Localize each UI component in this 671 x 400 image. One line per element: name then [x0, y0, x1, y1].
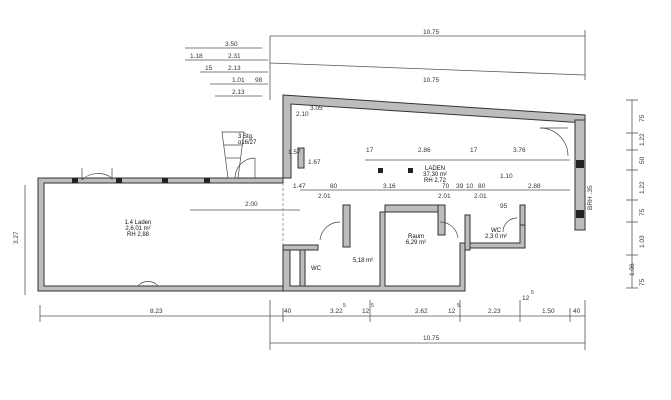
room-name: LADEN — [424, 166, 445, 172]
dim-bottom-5: 2.62 — [415, 308, 428, 315]
room-name: 1.4 Laden — [124, 220, 152, 226]
dim-top-2: 1.18 — [190, 53, 203, 60]
room-area: 2,3 0 m² — [484, 234, 507, 240]
dim-inner-2: 2.86 — [418, 147, 431, 154]
dim-right-4: 1.22 — [639, 181, 646, 194]
doors — [82, 128, 568, 286]
superscript-4: 5 — [531, 290, 534, 296]
room-laden-main: LADEN 37,30 m² RH 2,72 — [410, 166, 460, 184]
room-area: 2,6,01 m² — [125, 226, 151, 232]
dim-top-7: 98 — [255, 77, 263, 84]
dim-inner-20: 3.05 — [310, 105, 323, 112]
dim-bottom-7: 2.23 — [488, 308, 501, 315]
dim-bottom-6: 12 — [448, 308, 456, 315]
dim-inner-11: 2.88 — [528, 183, 541, 190]
stair-line1: 3 Stg. — [238, 134, 254, 140]
dim-inner-16: 1.47 — [293, 183, 306, 190]
room-wc-left: WC — [306, 266, 326, 272]
dim-inner-22: 95 — [500, 203, 508, 210]
dim-inner-13: 2.01 — [318, 193, 331, 200]
dim-inner-14: 2.01 — [438, 193, 451, 200]
room-laden-left: 1.4 Laden 2,6,01 m² RH 2,88 — [108, 220, 168, 238]
room-area: 5,18 m² — [352, 258, 374, 264]
dim-right-3: 50 — [639, 156, 646, 164]
room-raum: Raum 6,29 m² — [396, 234, 436, 246]
room-height: RH 2,88 — [126, 232, 149, 238]
dim-inner-4: 3.76 — [513, 147, 526, 154]
dim-inner-15: 2.01 — [474, 193, 487, 200]
dim-top-5: 2.13 — [228, 65, 241, 72]
dim-left-1: 3.27 — [13, 231, 20, 244]
dim-right-6: 1.03 — [639, 235, 646, 248]
dim-bottom-10: 40 — [573, 308, 581, 315]
superscript-3: 5 — [457, 303, 460, 309]
dim-bottom-4: 12 — [362, 308, 370, 315]
dim-right-1: 75 — [639, 114, 646, 122]
dim-inner-18: 1.67 — [308, 159, 321, 166]
stair — [222, 132, 244, 178]
room-flur: 5,18 m² — [348, 258, 378, 264]
room-wc-right: WC 2,3 0 m² — [476, 228, 516, 240]
room-name: WC — [491, 228, 501, 234]
dim-inner-12: 2.00 — [245, 201, 258, 208]
dim-right-2: 1.22 — [639, 133, 646, 146]
dim-right-5: 75 — [639, 208, 646, 216]
dim-bottom-8: 12 — [522, 295, 530, 302]
dim-inner-10: 80 — [478, 183, 486, 190]
dim-top-9: 10.75 — [423, 29, 440, 36]
dim-top-6: 1.01 — [232, 77, 245, 84]
dim-inner-5: 80 — [330, 183, 338, 190]
dim-top-3: 2.31 — [228, 53, 241, 60]
dim-inner-8: 39 — [456, 183, 464, 190]
dim-top-8: 2.13 — [232, 89, 245, 96]
dim-bottom-11: 10.75 — [423, 335, 440, 342]
dim-right-9: BRH .35 — [587, 185, 594, 210]
dim-inner-17: 1.57 — [288, 149, 301, 156]
dim-bottom-2: 40 — [284, 308, 292, 315]
dim-inner-6: 3.16 — [383, 183, 396, 190]
dimension-lines — [25, 30, 638, 350]
dim-top-4: 15 — [205, 65, 213, 72]
dim-right-7: 75 — [639, 278, 646, 286]
stair-label: 3 Stg. o16/27 — [238, 134, 268, 146]
dim-bottom-1: 8.23 — [150, 308, 163, 315]
dim-inner-1: 17 — [366, 147, 374, 154]
room-area: 6,29 m² — [405, 240, 427, 246]
room-height: RH 2,72 — [423, 178, 446, 184]
dim-top-1: 3.50 — [225, 41, 238, 48]
dim-inner-21: 1.10 — [500, 173, 513, 180]
window-frames — [72, 160, 584, 218]
dim-inner-19: 2.10 — [296, 111, 309, 118]
dim-top-10: 10.75 — [423, 77, 440, 84]
dim-bottom-3: 3.22 — [330, 308, 343, 315]
dim-inner-9: 10 — [466, 183, 474, 190]
dim-inner-3: 17 — [470, 147, 478, 154]
dim-right-8: 1.06 — [629, 263, 636, 276]
room-name: Raum — [407, 234, 424, 240]
stair-line2: o16/27 — [238, 140, 257, 146]
room-area: 37,30 m² — [423, 172, 447, 178]
room-name: WC — [311, 266, 321, 272]
dim-inner-7: 70 — [442, 183, 450, 190]
superscript-1: 5 — [343, 303, 346, 309]
dim-bottom-9: 1.50 — [542, 308, 555, 315]
walls — [38, 95, 585, 291]
superscript-2: 5 — [371, 303, 374, 309]
